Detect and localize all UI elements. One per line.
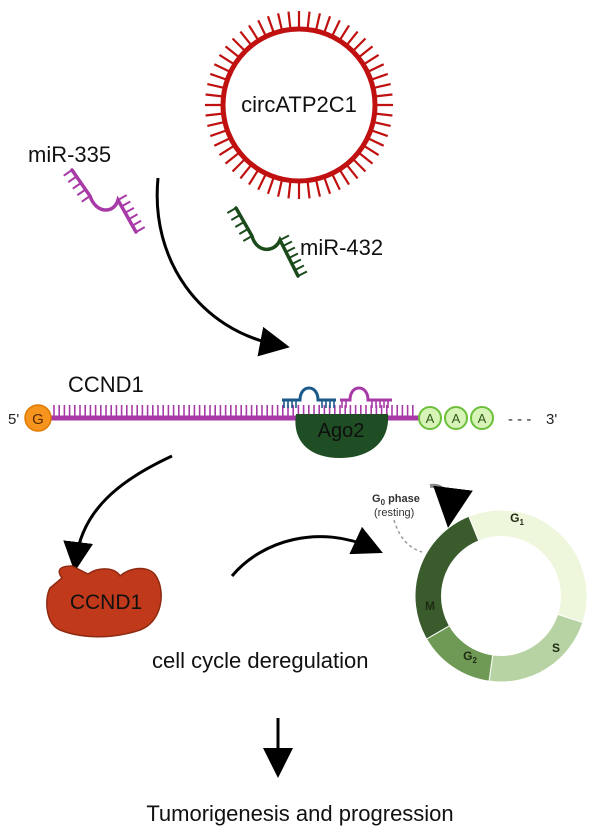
protein-label: CCND1	[70, 591, 142, 614]
outcome-label: Tumorigenesis and progression	[146, 801, 453, 826]
phase-label: S	[552, 641, 560, 655]
ccnd1-protein: CCND1	[46, 565, 162, 638]
poly-a-letter: A	[452, 411, 461, 426]
deregulation-label: cell cycle deregulation	[152, 648, 368, 673]
g0-phase-label: G0 phase	[372, 493, 420, 507]
phase-labels: G1S G2 M	[425, 511, 560, 665]
translation-arrow	[63, 454, 173, 572]
g0-resting-label: (resting)	[374, 507, 414, 519]
mirna-335: miR-335	[28, 142, 146, 234]
circrna-spikes	[205, 11, 393, 199]
poly-a-letter: A	[478, 411, 487, 426]
circrna-label: circATP2C1	[241, 92, 357, 117]
circrna-ring: circATP2C1	[205, 11, 393, 199]
five-prime-label: 5'	[8, 411, 19, 428]
poly-a-bead	[418, 406, 442, 430]
g0-dashed-link	[393, 519, 423, 553]
cell-cycle-hole	[441, 536, 561, 656]
g0-return-arrow	[429, 483, 473, 528]
cell-cycle: G0 phase (resting) G1S G2 M	[372, 483, 588, 683]
mirna-432-label: miR-432	[300, 235, 383, 260]
poly-a-bead	[470, 406, 494, 430]
bound-mirna-335	[340, 386, 392, 408]
five-prime-cap	[24, 404, 52, 432]
protein-blob	[46, 565, 162, 638]
ccnd1-mrna: CCND1 5' G Ago2 A A A - - - 3'	[8, 372, 557, 458]
cap-letter: G	[32, 411, 44, 428]
poly-a-bead	[444, 406, 468, 430]
mirna-335-label: miR-335	[28, 142, 111, 167]
phase-label: G2	[463, 649, 477, 665]
mirna-335-strand	[63, 168, 146, 234]
bound-mirna-432	[282, 386, 336, 408]
ago2-label: Ago2	[318, 420, 365, 442]
poly-a-letter: A	[426, 411, 435, 426]
phase-label: G1	[510, 511, 524, 527]
circrna-circle	[220, 26, 378, 184]
three-prime-label: 3'	[546, 411, 557, 428]
ago2-protein	[295, 414, 389, 458]
binding-arrow	[155, 177, 290, 357]
phase-label: M	[425, 599, 435, 613]
mirna-432-strand	[226, 206, 308, 278]
deregulation-arrow	[230, 526, 383, 577]
tail-dashes: - - -	[508, 411, 531, 428]
mirna-432: miR-432	[226, 206, 383, 278]
mrna-gene-label: CCND1	[68, 372, 144, 397]
